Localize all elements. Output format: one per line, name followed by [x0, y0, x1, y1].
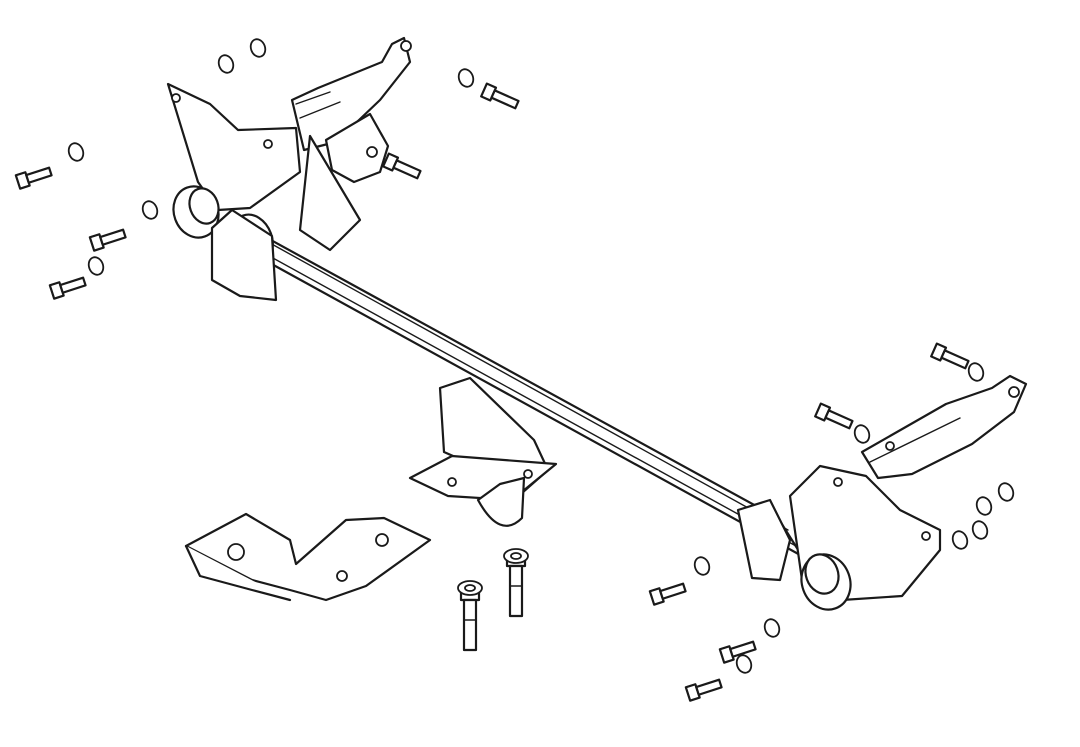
bolt-right-1: [930, 342, 970, 370]
bolt-top-1: [480, 82, 520, 110]
nuts: [67, 38, 1015, 674]
bolt-vertical-1: [459, 586, 481, 652]
bolt-bottom-3: [684, 678, 723, 702]
bolt-right-2: [814, 402, 854, 430]
right-mounting-bracket: [736, 374, 1028, 611]
center-hitch-bracket: [408, 376, 558, 527]
left-mounting-bracket: [166, 36, 412, 302]
bolt-bottom-1: [648, 582, 687, 606]
bolt-bottom-2: [718, 640, 757, 664]
bolt-left-3: [48, 276, 87, 300]
tow-ball-plate: [184, 512, 432, 602]
bolt-left-1: [14, 166, 53, 190]
bolt-left-2: [88, 228, 127, 252]
bolt-top-2: [382, 152, 422, 180]
washers: [457, 548, 529, 596]
